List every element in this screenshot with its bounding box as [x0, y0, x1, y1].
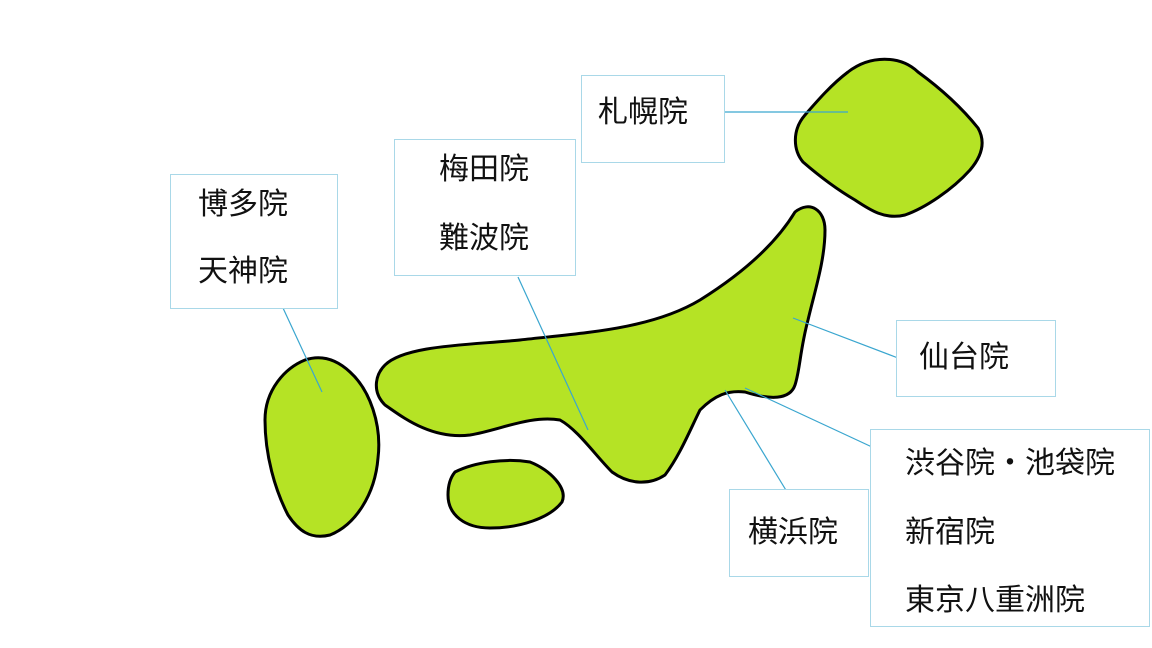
clinic-name: 天神院	[198, 254, 288, 289]
label-tokyo: 渋谷院・池袋院 新宿院 東京八重洲院	[870, 429, 1150, 627]
clinic-name: 新宿院	[905, 515, 995, 550]
label-sendai: 仙台院	[896, 320, 1056, 397]
region-shikoku	[446, 458, 565, 530]
label-yokohama: 横浜院	[729, 489, 869, 577]
region-hokkaido	[793, 57, 984, 218]
leader-osaka	[517, 276, 589, 431]
clinic-name: 東京八重洲院	[905, 583, 1085, 618]
clinic-name: 仙台院	[919, 340, 1009, 375]
clinic-name: 難波院	[439, 221, 529, 256]
clinic-name: 札幌院	[598, 95, 688, 130]
region-kyushu	[263, 356, 381, 538]
clinic-name: 梅田院	[439, 152, 529, 187]
leader-yokohama	[724, 389, 796, 506]
label-osaka: 梅田院 難波院	[394, 139, 576, 276]
label-fukuoka: 博多院 天神院	[170, 174, 338, 309]
clinic-name: 横浜院	[748, 515, 838, 550]
region-honshu	[374, 205, 827, 484]
leader-sendai	[792, 317, 899, 359]
clinic-name: 渋谷院・池袋院	[905, 446, 1115, 481]
clinic-name: 博多院	[198, 187, 288, 222]
leader-fukuoka	[282, 307, 323, 393]
label-sapporo: 札幌院	[581, 75, 725, 163]
